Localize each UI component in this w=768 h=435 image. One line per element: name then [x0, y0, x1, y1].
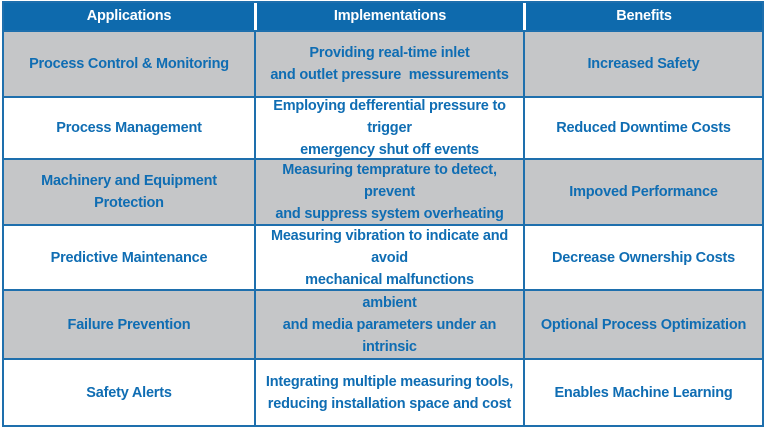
application-cell: Process Control & Monitoring	[4, 30, 254, 96]
implementation-line: Integrating multiple measuring tools,	[265, 373, 514, 390]
application-cell: Safety Alerts	[4, 358, 254, 425]
implementation-cell: Measuring temprature to detect, prevent …	[254, 158, 523, 224]
implementation-cell: Employing defferential pressure to trigg…	[254, 96, 523, 158]
header-cell-applications: Applications	[4, 3, 254, 30]
benefit-cell: Increased Safety	[523, 30, 762, 96]
implementation-line: and suppress system overheating	[275, 206, 504, 222]
implementation-cell: Providing real-time inlet and outlet pre…	[254, 30, 523, 96]
benefit-cell: Reduced Downtime Costs	[523, 96, 762, 158]
implementation-line: Providing real-time inlet	[309, 45, 470, 61]
benefit-cell: Enables Machine Learning	[523, 358, 762, 425]
applications-implementations-benefits-table: Applications Implementations Benefits Pr…	[2, 1, 764, 427]
implementation-line: and outlet pressure messurements	[270, 67, 509, 83]
application-cell: Machinery and Equipment Protection	[4, 158, 254, 224]
implementation-line: mechanical malfunctions	[305, 271, 474, 288]
application-cell: Predictive Maintenance	[4, 224, 254, 289]
implementation-line: reducing installation space and cost	[267, 395, 512, 412]
header-cell-implementations: Implementations	[254, 3, 523, 30]
implementation-line: Measuring temprature to detect, prevent	[282, 162, 501, 200]
benefit-cell: Decrease Ownership Costs	[523, 224, 762, 289]
application-cell: Failure Prevention	[4, 289, 254, 358]
application-cell: Process Management	[4, 96, 254, 158]
benefit-cell: Impoved Performance	[523, 158, 762, 224]
implementation-cell: Measuring vibration to indicate and avoi…	[254, 224, 523, 289]
implementation-cell: Integrating multiple measuring tools, re…	[254, 358, 523, 425]
implementation-line: Employing defferential pressure to trigg…	[273, 98, 510, 136]
implementation-line: Providing real time monitoring of ambien…	[362, 294, 417, 311]
implementation-line: emergency shut off events	[300, 142, 479, 158]
implementation-line: Measuring vibration to indicate and avoi…	[270, 227, 512, 266]
header-cell-benefits: Benefits	[523, 3, 762, 30]
implementation-line: and media parameters under an intrinsic	[282, 316, 501, 355]
benefit-cell: Optional Process Optimization	[523, 289, 762, 358]
implementation-cell: Providing real time monitoring of ambien…	[254, 289, 523, 358]
